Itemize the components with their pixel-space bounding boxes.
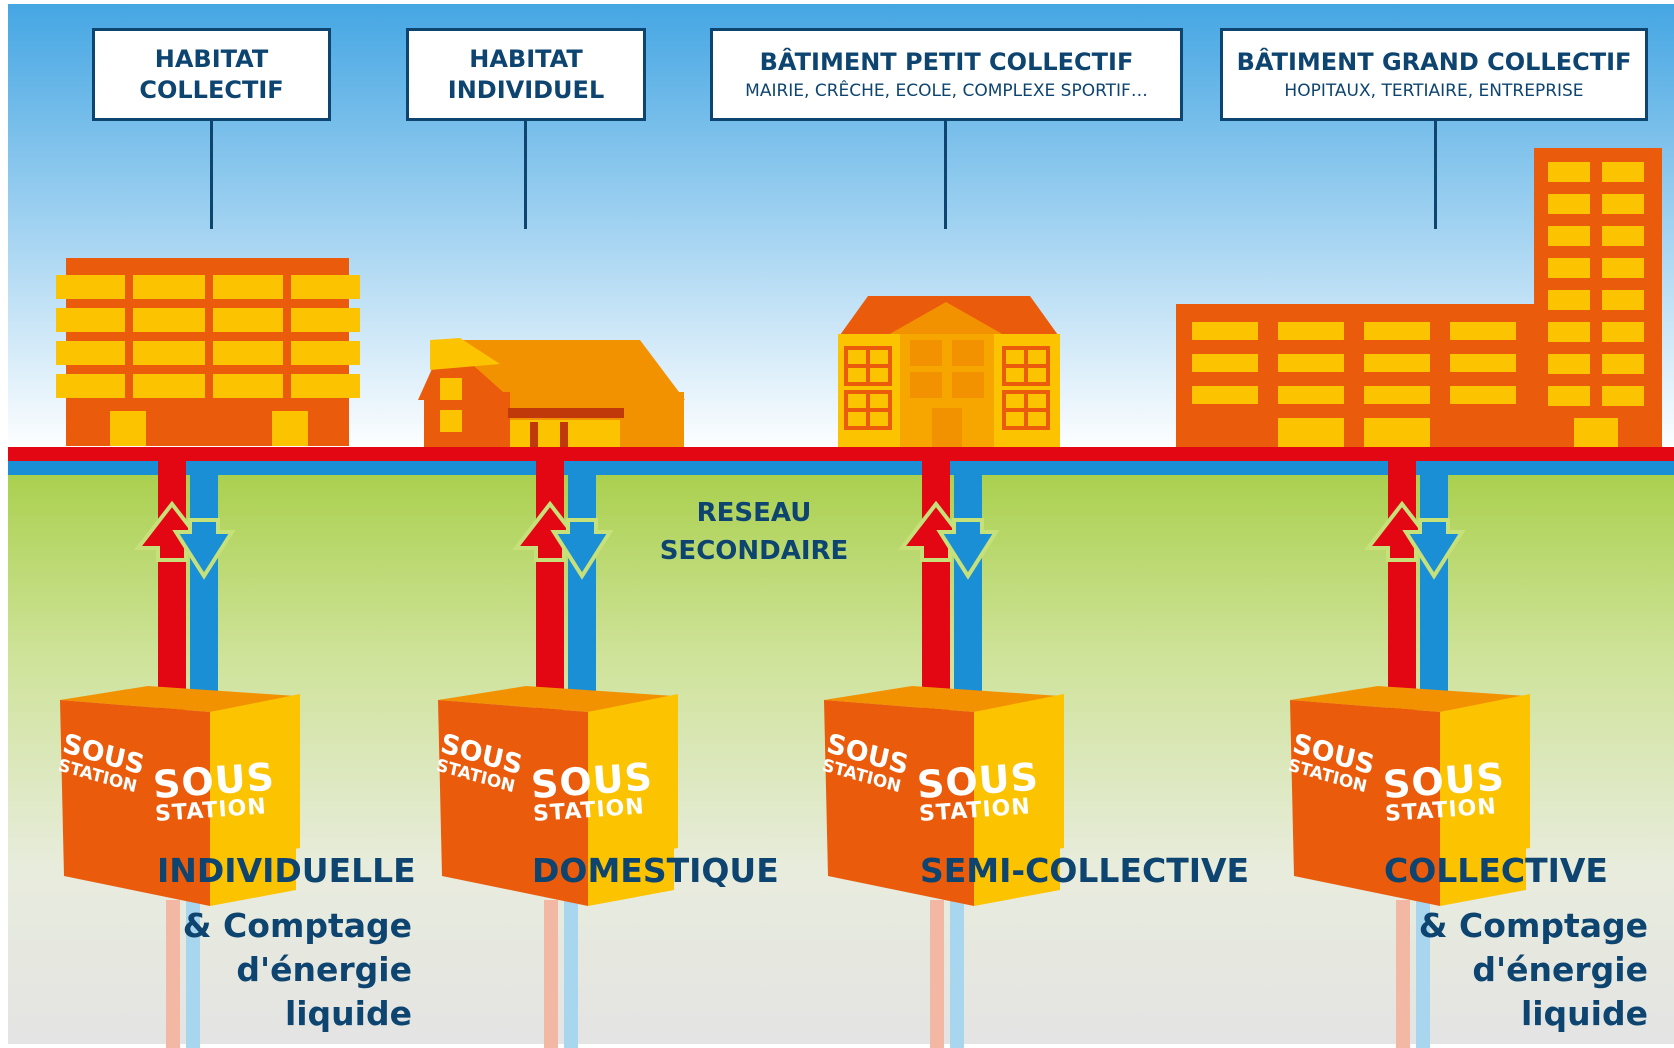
category-title: HABITAT bbox=[469, 44, 583, 73]
service-pipe-hot bbox=[1396, 900, 1410, 1048]
network-label-line1: RESEAU bbox=[696, 498, 812, 528]
return-arrow-down-icon bbox=[1402, 518, 1466, 580]
return-riser bbox=[190, 474, 218, 710]
building-grand-collectif bbox=[1176, 148, 1662, 448]
substation-type-label: DOMESTIQUE bbox=[532, 851, 779, 890]
category-connector bbox=[524, 121, 527, 229]
return-arrow-down-icon bbox=[936, 518, 1000, 580]
substation-type-label: INDIVIDUELLE bbox=[157, 851, 416, 890]
service-pipe-cold bbox=[186, 900, 200, 1048]
network-label-line2: SECONDAIRE bbox=[659, 536, 849, 566]
service-pipe-cold bbox=[564, 900, 578, 1048]
service-pipe-hot bbox=[544, 900, 558, 1048]
category-connector bbox=[1434, 121, 1437, 229]
building-petit-collectif bbox=[838, 296, 1060, 448]
cube-front-upper bbox=[588, 694, 678, 862]
service-pipe-cold bbox=[1416, 900, 1430, 1048]
service-pipe-hot bbox=[166, 900, 180, 1048]
supply-riser bbox=[1388, 460, 1416, 710]
energy-metering-note: & Comptage d'énergie liquide bbox=[182, 906, 412, 1033]
supply-riser bbox=[536, 460, 564, 710]
category-subtitle: HOPITAUX, TERTIAIRE, ENTREPRISE bbox=[1284, 81, 1584, 101]
category-title: BÂTIMENT GRAND COLLECTIF bbox=[1236, 48, 1632, 76]
return-arrow-down-icon bbox=[172, 518, 236, 580]
cube-front-text: SOUS STATION bbox=[1381, 754, 1507, 827]
cube-side bbox=[60, 700, 210, 906]
category-title-line2: INDIVIDUEL bbox=[447, 75, 605, 104]
service-pipe-cold bbox=[950, 900, 964, 1048]
category-box-habitat-individuel: HABITAT INDIVIDUEL bbox=[406, 28, 646, 121]
substation-type-label: SEMI-COLLECTIVE bbox=[920, 851, 1250, 890]
supply-riser bbox=[158, 460, 186, 710]
cube-front-upper bbox=[210, 694, 300, 862]
category-box-batiment-petit-collectif: BÂTIMENT PETIT COLLECTIF MAIRIE, CRÊCHE,… bbox=[710, 28, 1183, 121]
cube-side bbox=[824, 700, 974, 906]
category-title: BÂTIMENT PETIT COLLECTIF bbox=[759, 48, 1134, 76]
return-riser bbox=[1420, 474, 1448, 710]
category-box-batiment-grand-collectif: BÂTIMENT GRAND COLLECTIF HOPITAUX, TERTI… bbox=[1220, 28, 1648, 121]
energy-metering-note: & Comptage d'énergie liquide bbox=[1418, 906, 1648, 1033]
cube-top bbox=[60, 686, 296, 712]
category-box-habitat-collectif: HABITAT COLLECTIF bbox=[92, 28, 331, 121]
hot-main-pipe bbox=[8, 447, 1674, 461]
supply-riser bbox=[922, 460, 950, 710]
cube-front-text: SOUS STATION bbox=[151, 754, 277, 827]
cube-top bbox=[824, 686, 1060, 712]
cube-side bbox=[1290, 700, 1440, 906]
building-habitat-individuel bbox=[418, 338, 685, 448]
cold-main-pipe bbox=[8, 461, 1674, 475]
return-riser bbox=[568, 474, 596, 710]
service-pipe-hot bbox=[930, 900, 944, 1048]
building-habitat-collectif bbox=[56, 258, 360, 446]
network-label: RESEAU SECONDAIRE bbox=[644, 494, 864, 570]
category-title-line2: COLLECTIF bbox=[139, 75, 284, 104]
cube-top bbox=[438, 686, 674, 712]
category-title: HABITAT bbox=[154, 44, 269, 73]
cube-front-upper bbox=[974, 694, 1064, 862]
cube-front-text: SOUS STATION bbox=[915, 754, 1041, 827]
cube-side bbox=[438, 700, 588, 906]
substation-type-label: COLLECTIVE bbox=[1384, 851, 1608, 890]
cube-front-upper bbox=[1440, 694, 1530, 862]
category-subtitle: MAIRIE, CRÊCHE, ECOLE, COMPLEXE SPORTIF… bbox=[745, 81, 1148, 101]
return-riser bbox=[954, 474, 982, 710]
category-connector bbox=[944, 121, 947, 229]
return-arrow-down-icon bbox=[550, 518, 614, 580]
cube-top bbox=[1290, 686, 1526, 712]
category-connector bbox=[210, 121, 213, 229]
cube-front-text: SOUS STATION bbox=[529, 754, 655, 827]
